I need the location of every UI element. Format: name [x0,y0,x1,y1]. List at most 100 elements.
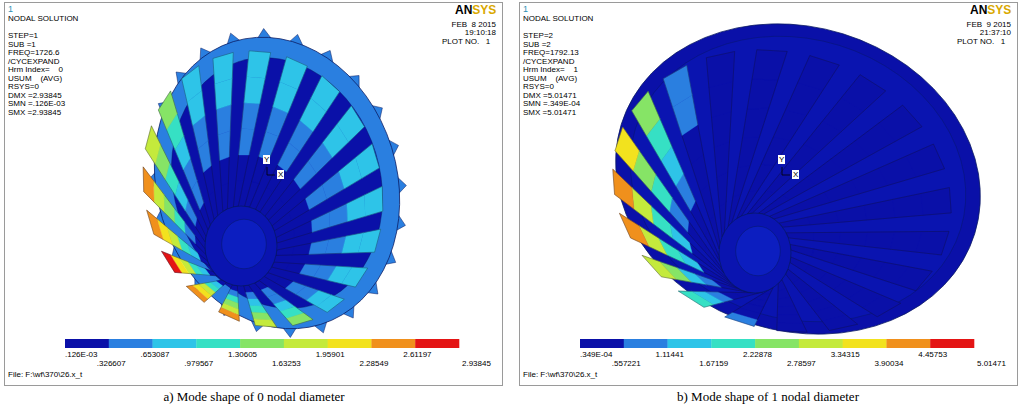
time-stamp: 21:37:10 [980,28,1011,37]
scale-band [196,339,240,348]
result-info: USUM (AVG) [523,74,577,83]
disk-face [141,31,413,335]
color-scale-bar [580,339,974,348]
result-info: DMX =2.93845 [8,91,62,100]
file-path: File: F:\wf\370\26.x_t [523,370,597,379]
back-disk [576,3,1017,379]
blade [264,273,344,313]
scale-band [109,339,153,348]
scale-value: 1.95901 [316,350,345,359]
scale-band [624,339,668,348]
hub [719,213,791,293]
window-number: 1 [8,4,13,14]
scale-band [886,339,930,348]
blade [145,126,206,242]
scale-band [668,339,712,348]
scale-value: 1.67159 [699,359,728,368]
logo-text: SYS [987,4,1011,17]
plot-window: 1ANSYSNODAL SOLUTIONSTEP=2SUB =2FREQ=179… [519,2,1018,386]
scale-band [711,339,755,348]
result-info: SMX =2.93845 [8,108,61,117]
result-info: SMX =5.01471 [523,108,576,117]
blade [759,105,922,214]
result-info: Hrm Index= 0 [8,65,63,74]
blade [632,91,720,261]
blade [790,244,932,290]
disk-face [594,3,1002,363]
blade [233,51,270,207]
contour-plot [5,3,502,385]
scale-value: 2.93845 [462,359,491,368]
result-info: SUB =1 [8,40,36,49]
result-info: FREQ=1792.13 [523,48,579,57]
blade [143,167,206,255]
scale-value: 4.45753 [918,350,947,359]
logo-text: AN [970,4,987,17]
hub [205,206,277,286]
logo-text: SYS [472,4,496,17]
result-info: SUB =2 [523,40,551,49]
result-info: FREQ=1726.6 [8,48,59,57]
date-stamp: FEB 9 2015 [967,20,1011,29]
plot-window: 1ANSYSNODAL SOLUTIONSTEP=1SUB =1FREQ=172… [4,2,503,386]
scale-value: 3.34315 [831,350,860,359]
blade [276,229,381,255]
logo-text: AN [455,4,472,17]
axis-triad [782,167,790,175]
figure-caption: b) Mode shape of 1 nodal diameter [677,389,859,405]
axis-label: Y [263,155,270,164]
scale-band [930,339,974,348]
blade [182,66,218,220]
scale-value: .326607 [97,359,126,368]
plot-title: NODAL SOLUTION [523,14,593,23]
result-info: STEP=1 [8,31,38,40]
blade [186,280,226,302]
scale-value: 5.01471 [977,359,1006,368]
scale-band [371,339,415,348]
impeller-model [119,6,436,360]
back-disk [119,6,436,360]
scale-band [153,339,197,348]
hub-bore [736,226,781,276]
axis-label: X [277,170,284,179]
result-info: /CYCEXPAND [523,57,574,66]
result-info: /CYCEXPAND [8,57,59,66]
result-info: DMX =5.01471 [523,91,577,100]
scale-band [755,339,799,348]
scale-value: 2.28549 [359,359,388,368]
result-info: SMN =.349E-04 [523,99,580,108]
scale-band [240,339,284,348]
scale-band [328,339,372,348]
blade [213,52,233,211]
scale-value: .557221 [612,359,641,368]
scale-band [799,339,843,348]
scale-value: 2.61197 [403,350,431,359]
plot-number: PLOT NO. 1 [442,37,490,46]
result-info: RSYS=0 [523,82,554,91]
blade [779,188,951,228]
scale-band [65,339,109,348]
scale-band [415,339,459,348]
result-info: SMN =.126E-03 [8,99,65,108]
result-info: USUM (AVG) [8,74,62,83]
axis-label: Y [778,155,785,164]
result-info: Hrm Index= 1 [523,65,578,74]
result-info: RSYS=0 [8,82,39,91]
figure-caption: a) Mode shape of 0 nodal diameter [163,389,344,405]
contour-plot [520,3,1017,385]
scale-value: 2.78597 [787,359,816,368]
color-scale-bar [65,339,459,348]
time-stamp: 19:10:18 [465,28,496,37]
scale-value: .349E-04 [580,350,612,359]
scale-band [284,339,328,348]
scale-value: .653087 [141,350,170,359]
scale-value: .979567 [184,359,213,368]
scale-value: 3.90034 [874,359,903,368]
blade [244,285,277,327]
scale-value: 1.63253 [272,359,301,368]
scale-value: 2.22878 [743,350,772,359]
file-path: File: F:\wf\370\26.x_t [8,370,82,379]
impeller-model [576,3,1017,379]
scale-value: .126E-03 [65,350,97,359]
